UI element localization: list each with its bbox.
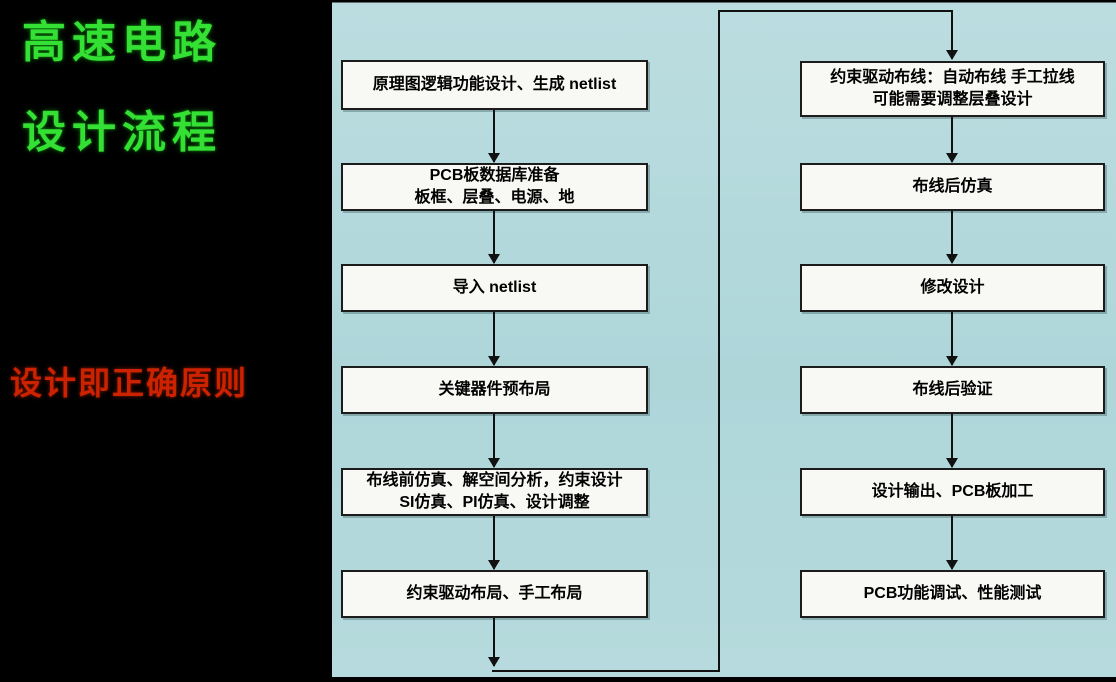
- flow-step-schematic-netlist: 原理图逻辑功能设计、生成 netlist: [341, 60, 648, 110]
- slide-title-line1: 高速电路: [22, 18, 222, 67]
- loop-connector-entry-arrow: [946, 11, 958, 60]
- arrow-right-4-5: [946, 414, 958, 468]
- flowchart-panel: 原理图逻辑功能设计、生成 netlist PCB板数据库准备 板框、层叠、电源、…: [332, 2, 1116, 677]
- flow-step-key-component-preplacement: 关键器件预布局: [341, 366, 648, 414]
- arrow-left-1-2: [488, 110, 500, 163]
- flow-step-postroute-simulation: 布线后仿真: [800, 163, 1105, 211]
- loop-connector-bottom-line: [492, 670, 720, 672]
- flow-step-pcb-database-prep: PCB板数据库准备 板框、层叠、电源、地: [341, 163, 648, 211]
- flow-step-modify-design: 修改设计: [800, 264, 1105, 312]
- arrow-right-2-3: [946, 211, 958, 264]
- arrow-right-5-6: [946, 516, 958, 570]
- flow-step-design-output-fab: 设计输出、PCB板加工: [800, 468, 1105, 516]
- flow-step-postroute-verification: 布线后验证: [800, 366, 1105, 414]
- slide-title-line2: 设计流程: [22, 108, 222, 157]
- loop-connector-top-line: [718, 10, 953, 12]
- arrow-left-4-5: [488, 414, 500, 468]
- flow-step-constraint-routing: 约束驱动布线：自动布线 手工拉线 可能需要调整层叠设计: [800, 61, 1105, 117]
- arrow-left-5-6: [488, 516, 500, 570]
- flow-step-constraint-placement: 约束驱动布局、手工布局: [341, 570, 648, 618]
- flow-step-import-netlist: 导入 netlist: [341, 264, 648, 312]
- arrow-right-3-4: [946, 312, 958, 366]
- arrow-right-1-2: [946, 117, 958, 163]
- arrow-left-2-3: [488, 211, 500, 264]
- arrow-left-3-4: [488, 312, 500, 366]
- loop-connector-vertical-line: [718, 10, 720, 672]
- flow-step-pcb-function-test: PCB功能调试、性能测试: [800, 570, 1105, 618]
- design-principle-label: 设计即正确原则: [10, 365, 249, 401]
- flow-step-preroute-simulation: 布线前仿真、解空间分析，约束设计 SI仿真、PI仿真、设计调整: [341, 468, 648, 516]
- loop-connector-exit-arrow: [488, 618, 500, 667]
